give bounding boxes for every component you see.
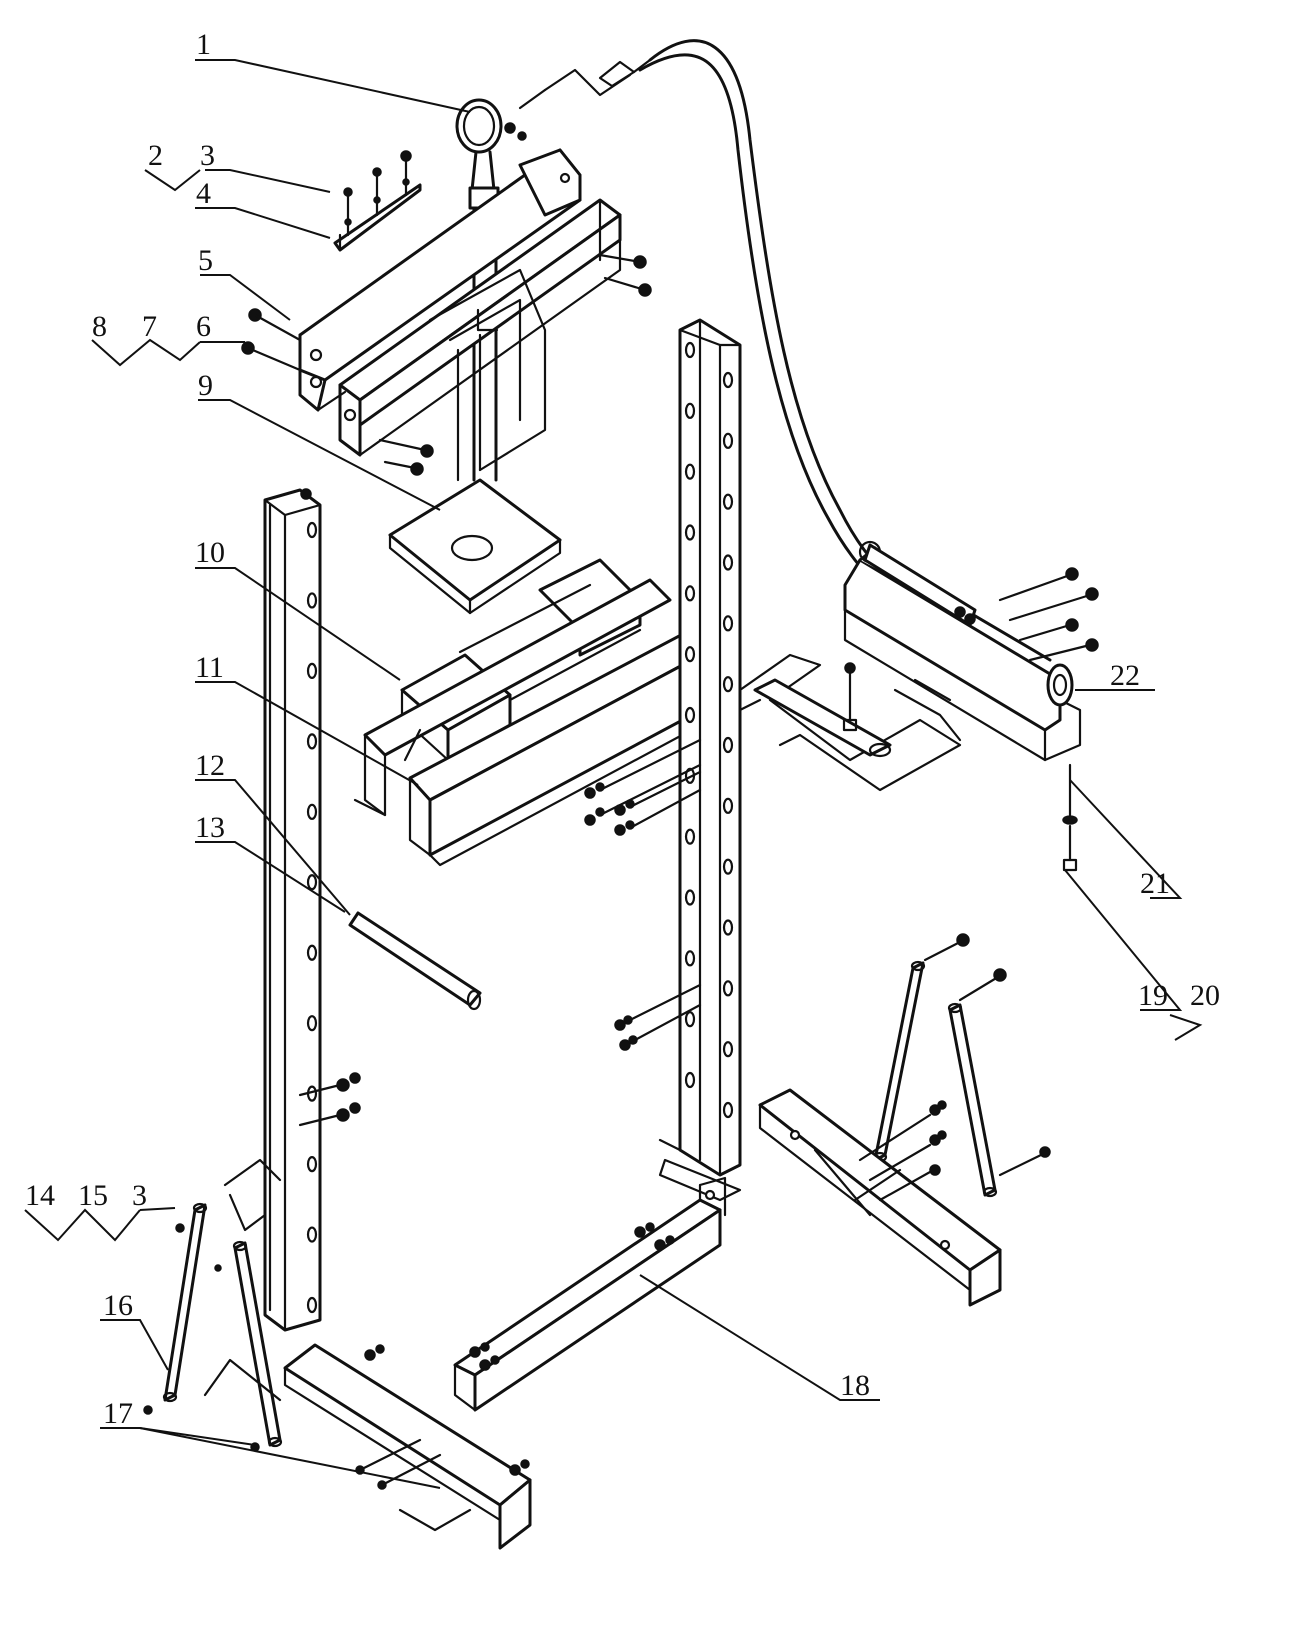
top-frame-beam <box>241 148 652 476</box>
callout-20: 20 <box>1190 979 1220 1012</box>
adjustment-hole <box>306 1015 318 1032</box>
adjustment-hole <box>684 463 696 480</box>
callout-14: 14 <box>25 1179 55 1212</box>
adjustment-hole <box>684 889 696 906</box>
ram-mount-plate <box>388 268 562 615</box>
adjustment-hole <box>306 944 318 961</box>
adjustment-hole <box>722 615 734 632</box>
right-stand-legs <box>872 933 1051 1198</box>
callout-21: 21 <box>1140 867 1170 900</box>
adjustment-hole <box>722 554 734 571</box>
callout-11: 11 <box>195 651 224 684</box>
adjustment-hole <box>306 1155 318 1173</box>
left-stand-legs <box>143 1158 283 1452</box>
adjustment-hole <box>684 1011 696 1028</box>
adjustment-hole <box>722 797 734 814</box>
callout-17: 17 <box>103 1397 133 1430</box>
callout-6: 6 <box>196 310 211 343</box>
callout-9: 9 <box>198 369 213 402</box>
adjustment-hole <box>306 521 318 539</box>
adjustment-hole <box>684 646 696 663</box>
support-pin <box>348 911 482 1011</box>
adjustment-hole <box>306 662 318 680</box>
adjustment-hole <box>684 402 696 419</box>
adjustment-hole <box>722 1101 734 1119</box>
callout-7: 7 <box>142 310 157 343</box>
adjustment-hole <box>722 980 734 997</box>
callout-5: 5 <box>198 244 213 277</box>
callout-13: 13 <box>195 811 225 844</box>
adjustment-hole <box>722 371 734 389</box>
adjustment-hole <box>684 950 696 967</box>
adjustment-hole <box>306 1296 318 1314</box>
adjustment-hole <box>684 585 696 602</box>
adjustment-hole <box>306 803 318 820</box>
adjustment-hole <box>306 733 318 750</box>
adjustment-hole <box>684 1071 696 1089</box>
callout-22: 22 <box>1110 659 1140 692</box>
left-foot-channel <box>283 1343 532 1550</box>
adjustment-hole <box>722 1041 734 1058</box>
adjustment-hole <box>722 858 734 875</box>
adjustment-hole <box>684 706 696 724</box>
hand-pump-assembly <box>738 540 1099 872</box>
callout-1: 1 <box>196 28 211 61</box>
adjustment-hole <box>722 919 734 936</box>
adjustment-hole <box>306 1226 318 1243</box>
adjustment-hole <box>306 874 318 891</box>
hydraulic-hose <box>518 39 897 594</box>
adjustment-hole <box>684 341 696 359</box>
right-foot-channel <box>758 1088 1002 1307</box>
bed-channels <box>353 578 727 867</box>
callout-3-top: 3 <box>200 139 215 172</box>
callout-19: 19 <box>1138 979 1168 1012</box>
leader-lines <box>24 59 1203 1489</box>
callout-2: 2 <box>148 139 163 172</box>
callout-15: 15 <box>78 1179 108 1212</box>
adjustment-hole <box>722 432 734 449</box>
adjustment-hole <box>684 524 696 541</box>
adjustment-hole <box>722 736 734 754</box>
callout-labels: 1 2 3 4 5 6 7 8 9 10 11 12 13 14 15 3 16… <box>25 28 1220 1430</box>
callout-8: 8 <box>92 310 107 343</box>
adjustment-hole <box>722 493 734 510</box>
bolt-plate-assembly <box>333 150 422 252</box>
bottom-cross-member <box>453 1176 727 1412</box>
callout-3-bottom: 3 <box>132 1179 147 1212</box>
adjustment-hole <box>722 676 734 693</box>
callout-12: 12 <box>195 749 225 782</box>
callout-4: 4 <box>196 177 211 210</box>
adjustment-hole <box>306 592 318 609</box>
callout-10: 10 <box>195 536 225 569</box>
left-upright-column <box>263 488 361 1332</box>
callout-18: 18 <box>840 1369 870 1402</box>
adjustment-hole <box>684 828 696 845</box>
right-upright-column <box>584 318 742 1202</box>
callout-16: 16 <box>103 1289 133 1322</box>
